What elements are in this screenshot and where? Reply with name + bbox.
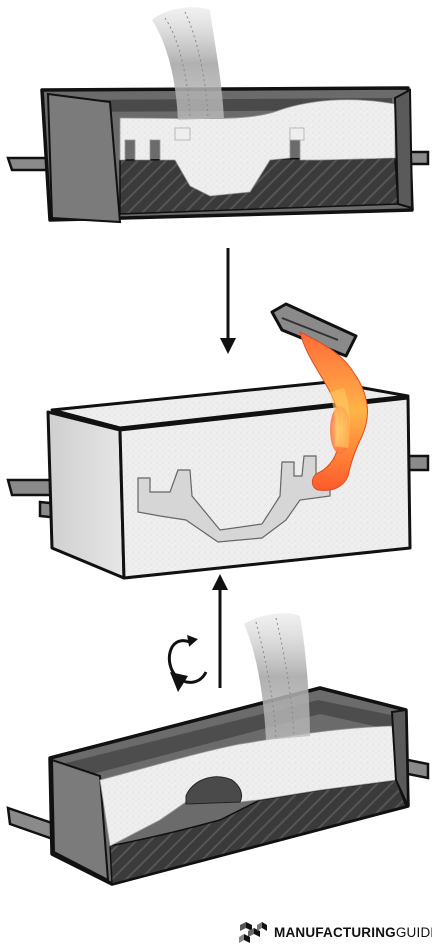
middle-block-top [50, 380, 410, 430]
cube-cluster-icon [239, 922, 267, 943]
bottom-sand-stream [244, 613, 310, 740]
middle-block-side [46, 410, 126, 580]
top-flask-sand [119, 99, 396, 197]
rotate-icon [167, 634, 208, 692]
arrow-down [220, 248, 236, 354]
middle-casting-cavity [137, 455, 331, 543]
brand-name: MANUFACTURINGGUIDE [274, 925, 432, 940]
brand-name-light: GUIDE [395, 924, 432, 940]
arrow-up [212, 574, 228, 688]
top-flask [6, 7, 430, 224]
bottom-flask [6, 613, 430, 886]
crucible [270, 302, 358, 358]
brand-name-bold: MANUFACTURING [274, 924, 396, 940]
brand-logo: MANUFACTURINGGUIDE [238, 920, 432, 944]
top-sand-stream [152, 7, 224, 120]
middle-block-front [118, 396, 412, 580]
middle-flask [6, 302, 430, 580]
bottom-pattern [185, 776, 243, 805]
